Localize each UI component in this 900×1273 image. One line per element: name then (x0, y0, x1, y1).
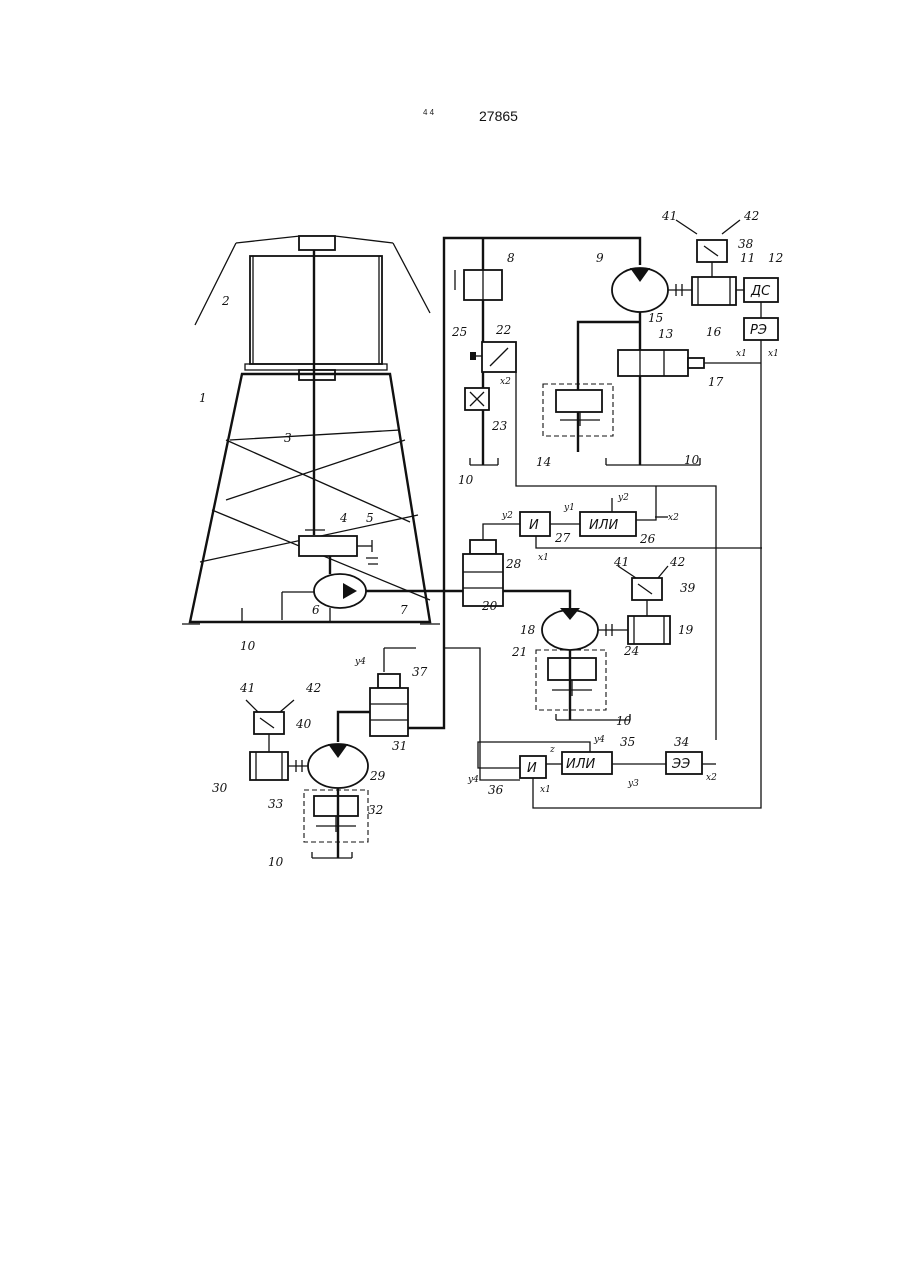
callout-41-low: 41 (239, 681, 255, 695)
callout-22: 22 (495, 323, 511, 337)
callout-42-top: 42 (743, 209, 759, 223)
callout-31: 31 (392, 739, 407, 753)
callout-21: 21 (511, 645, 527, 659)
signal-y4-37: y4 (354, 657, 366, 667)
actuator-37 (378, 674, 400, 688)
callout-18: 18 (520, 623, 536, 637)
switch-40 (254, 712, 284, 734)
signal-x2-22: x2 (500, 377, 511, 387)
or-block-35-label: ИЛИ (566, 757, 596, 772)
callout-24: 24 (623, 644, 639, 658)
callout-16: 16 (706, 325, 722, 339)
callout-35: 35 (620, 735, 635, 749)
rotor-drum (250, 256, 382, 364)
pump-6 (314, 574, 366, 608)
callout-10-valve: 10 (458, 473, 474, 487)
callout-14: 14 (536, 455, 551, 469)
signal-y2-27: y2 (501, 511, 513, 521)
callout-10-motor9: 10 (684, 453, 700, 467)
motor-18-group (463, 540, 670, 720)
callout-38: 38 (738, 237, 754, 251)
callout-27: 27 (554, 531, 571, 545)
actuator-28 (470, 540, 496, 554)
signal-y3: y3 (627, 779, 639, 789)
or-block-26-label: ИЛИ (589, 518, 619, 533)
signal-x1-17: x1 (736, 349, 747, 359)
callout-29: 29 (369, 769, 386, 783)
callout-36: 36 (488, 783, 504, 797)
signal-x2-34: x2 (706, 773, 717, 783)
gearbox (299, 536, 357, 556)
callout-28: 28 (505, 557, 522, 571)
callout-17: 17 (708, 375, 724, 389)
callout-37: 37 (412, 665, 428, 679)
callout-40: 40 (295, 717, 312, 731)
signal-x1-27: x1 (538, 553, 549, 563)
callout-42-mid: 42 (669, 555, 685, 569)
callout-26: 26 (639, 532, 656, 546)
and-block-27-label: И (529, 518, 539, 533)
callout-8: 8 (507, 251, 515, 265)
signal-x1-16: x1 (768, 349, 779, 359)
callout-11: 11 (740, 251, 755, 265)
ee-block-34-label: ЭЭ (671, 757, 690, 772)
callout-7: 7 (400, 603, 408, 617)
callout-10-motor29: 10 (268, 855, 284, 869)
callout-39: 39 (680, 581, 696, 595)
callout-20: 20 (481, 599, 498, 613)
signal-x2-26: x2 (668, 513, 679, 523)
callout-33: 33 (268, 797, 284, 811)
callout-25: 25 (451, 325, 467, 339)
callout-34: 34 (674, 735, 689, 749)
switch-39 (632, 578, 662, 600)
actuator-17 (688, 358, 704, 368)
rotor-hub (299, 236, 335, 250)
callout-1: 1 (199, 391, 207, 405)
callout-4: 4 (339, 511, 348, 525)
lower-logic: ЭЭ ИЛИ И (478, 742, 761, 808)
callout-12: 12 (768, 251, 783, 265)
callout-41-mid: 41 (613, 555, 629, 569)
callout-13: 13 (658, 327, 674, 341)
wind-turbine (182, 236, 440, 624)
signal-y2-26: y2 (617, 493, 629, 503)
valve-13 (618, 350, 688, 376)
signal-y4-36: y4 (467, 775, 479, 785)
callout-5: 5 (366, 511, 374, 525)
callout-10-left: 10 (240, 639, 256, 653)
callout-30: 30 (212, 781, 228, 795)
callout-10-motor18: 10 (616, 714, 632, 728)
signal-z: z (549, 745, 555, 755)
callout-3: 3 (284, 431, 292, 445)
callout-41-top: 41 (661, 209, 677, 223)
and-block-36-label: И (527, 761, 537, 776)
callout-32: 32 (368, 803, 383, 817)
signal-y4-35: y4 (593, 735, 605, 745)
relay-element-label: РЭ (750, 323, 767, 338)
speed-sensor-label: ДС (750, 284, 771, 299)
callout-9: 9 (596, 251, 604, 265)
valve-31 (370, 688, 408, 736)
callout-19: 19 (678, 623, 694, 637)
callout-2: 2 (221, 294, 230, 308)
callout-6: 6 (312, 603, 320, 617)
signal-x1-36: x1 (540, 785, 551, 795)
motor-9-group: ДС РЭ (543, 220, 778, 798)
signal-y1-26: y1 (563, 503, 575, 513)
motor-29-group (246, 648, 416, 858)
callout-23: 23 (491, 419, 508, 433)
callout-15: 15 (648, 311, 663, 325)
callout-42-low: 42 (305, 681, 321, 695)
